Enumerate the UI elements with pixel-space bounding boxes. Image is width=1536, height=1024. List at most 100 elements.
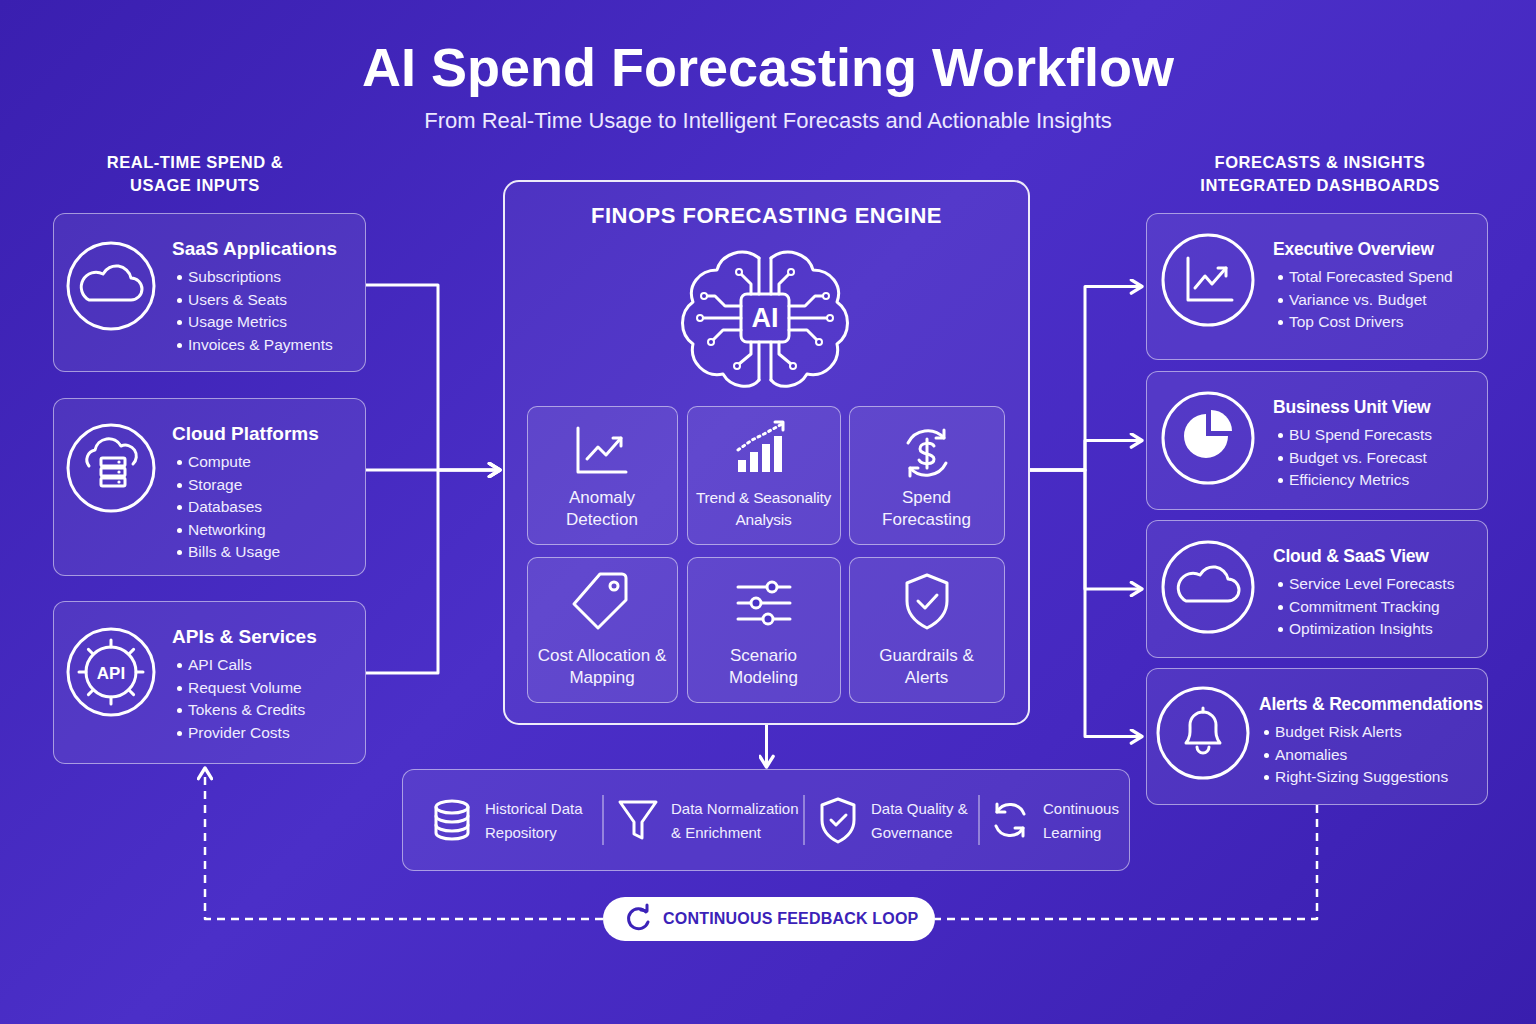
card-body: Cloud & SaaS ViewService Level Forecasts… [1273,544,1481,641]
flow-connector [1030,470,1142,589]
bullet-dot [177,460,182,465]
data-layer-label: Data Quality & Governance [871,797,975,845]
bullet-item: Tokens & Credits [188,699,359,722]
bullet-dot [1278,582,1283,587]
engine-step-label: Scenario Modeling [698,645,830,689]
bullet-dot [177,298,182,303]
card-heading: Executive Overview [1273,237,1481,261]
card-body: APIs & ServicesAPI CallsRequest VolumeTo… [172,625,359,744]
flow-connector [366,469,500,472]
engine-step-label: Cost Allocation & Mapping [535,645,669,689]
bullet-text: Efficiency Metrics [1289,471,1409,488]
bullet-text: Top Cost Drivers [1289,313,1404,330]
bullet-dot [177,708,182,713]
flow-connector [366,470,500,673]
bullet-text: Storage [188,476,242,493]
bullet-text: Subscriptions [188,268,281,285]
bullet-item: Databases [188,496,359,519]
card-node: Executive OverviewTotal Forecasted Spend… [1146,213,1488,360]
bullet-dot [177,663,182,668]
bullet-dot [1278,605,1283,610]
bullet-text: Anomalies [1275,746,1347,763]
engine-node: FINOPS FORECASTING ENGINE Anomaly Detecti… [503,180,1030,725]
engine-title: FINOPS FORECASTING ENGINE [505,202,1028,230]
bullet-item: Request Volume [188,677,359,700]
card-heading: SaaS Applications [172,237,359,261]
data-layer-label: Continuous Learning [1043,797,1131,845]
card-body: SaaS ApplicationsSubscriptionsUsers & Se… [172,237,359,356]
tile-node: Trend & Seasonality Analysis [687,406,841,545]
bullet-text: Provider Costs [188,724,290,741]
card-node: Alerts & RecommendationsBudget Risk Aler… [1146,668,1488,805]
bullet-dot [177,320,182,325]
bullet-item: Subscriptions [188,266,359,289]
bullet-text: Invoices & Payments [188,336,333,353]
bullet-text: Total Forecasted Spend [1289,268,1453,285]
bullet-text: Databases [188,498,262,515]
bullet-text: Budget vs. Forecast [1289,449,1427,466]
bullet-item: Service Level Forecasts [1289,573,1481,596]
bullet-item: Bills & Usage [188,541,359,564]
bullet-item: Storage [188,474,359,497]
bullet-text: Optimization Insights [1289,620,1433,637]
data-layer-label: Historical Data Repository [485,797,603,845]
bullet-text: Right-Sizing Suggestions [1275,768,1448,785]
card-heading: Cloud & SaaS View [1273,544,1481,568]
bullet-item: Optimization Insights [1289,618,1481,641]
tile-node: Guardrails & Alerts [849,557,1005,703]
section-label: FORECASTS & INSIGHTS INTEGRATED DASHBOAR… [1175,151,1465,197]
bullet-dot [1278,478,1283,483]
flow-connector [1030,441,1142,471]
bullet-item: Commitment Tracking [1289,596,1481,619]
card-heading: Alerts & Recommendations [1259,692,1481,716]
bullet-dot [1278,275,1283,280]
bullet-dot [177,731,182,736]
bullet-item: Total Forecasted Spend [1289,266,1481,289]
bullet-text: Networking [188,521,266,538]
card-heading: Business Unit View [1273,395,1481,419]
card-heading: APIs & Services [172,625,359,649]
bullet-item: Right-Sizing Suggestions [1275,766,1481,789]
pill-node: CONTINUOUS FEEDBACK LOOP [603,897,935,941]
section-label: AI [735,302,795,334]
bullet-text: BU Spend Forecasts [1289,426,1432,443]
bullet-item: BU Spend Forecasts [1289,424,1481,447]
bullet-item: Compute [188,451,359,474]
bullet-dot [1278,320,1283,325]
bullet-text: API Calls [188,656,252,673]
band-node: Historical Data Repository Data Normaliza… [402,769,1130,871]
feedback-label: CONTINUOUS FEEDBACK LOOP [663,897,918,941]
bullet-dot [177,505,182,510]
bullet-text: Commitment Tracking [1289,598,1440,615]
bullet-item: Budget vs. Forecast [1289,447,1481,470]
bullet-text: Usage Metrics [188,313,287,330]
engine-step-label: Guardrails & Alerts [861,645,993,689]
bullet-dot [177,275,182,280]
bullet-dot [177,343,182,348]
bullet-text: Service Level Forecasts [1289,575,1454,592]
bullet-item: Variance vs. Budget [1289,289,1481,312]
tile-node: Anomaly Detection [527,406,678,545]
bullet-dot [1264,753,1269,758]
bullet-item: Provider Costs [188,722,359,745]
bullet-dot [1264,730,1269,735]
bullet-item: Top Cost Drivers [1289,311,1481,334]
bullet-text: Request Volume [188,679,302,696]
tile-node: Scenario Modeling [687,557,841,703]
bullet-dot [1278,433,1283,438]
card-heading: Cloud Platforms [172,422,359,446]
card-body: Cloud PlatformsComputeStorageDatabasesNe… [172,422,359,564]
bullet-dot [1278,456,1283,461]
bullet-text: Variance vs. Budget [1289,291,1427,308]
bullet-text: Compute [188,453,251,470]
bullet-item: Anomalies [1275,744,1481,767]
card-node: Cloud PlatformsComputeStorageDatabasesNe… [53,398,366,576]
bullet-dot [177,686,182,691]
data-layer-label: Data Normalization & Enrichment [671,797,801,845]
bullet-dot [177,483,182,488]
bullet-item: API Calls [188,654,359,677]
bullet-text: Tokens & Credits [188,701,305,718]
bullet-item: Invoices & Payments [188,334,359,357]
flow-connector [1030,470,1142,737]
